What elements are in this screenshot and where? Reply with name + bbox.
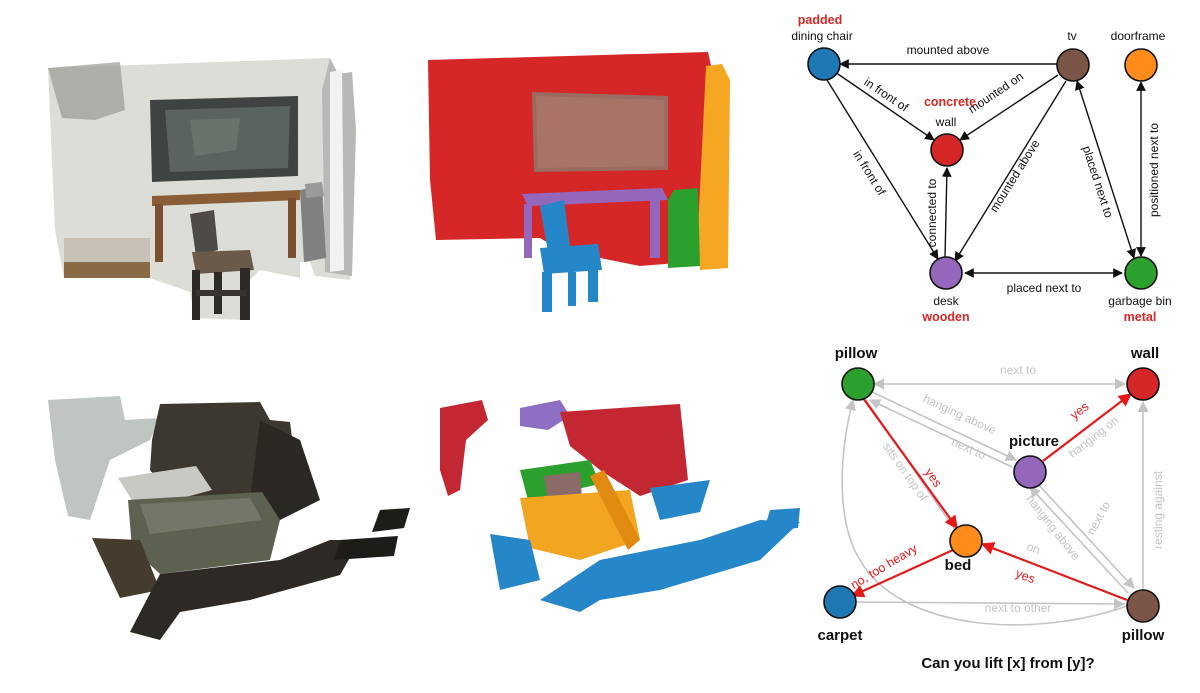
edge-tv-wall: [959, 74, 1059, 141]
graph-caption: Can you lift [x] from [y]?: [921, 655, 1094, 672]
edge-desk-wall: [941, 167, 952, 259]
node-dining-chair: [807, 47, 841, 81]
node-bed: [949, 524, 983, 558]
node-tv: [1056, 48, 1090, 82]
node-label: pillow: [1122, 627, 1165, 644]
node-label: tv: [1067, 29, 1076, 43]
node-label: bed: [945, 557, 972, 574]
node-label: garbage bin: [1108, 294, 1171, 308]
node-wall: [930, 133, 964, 167]
node-wall: [1126, 367, 1160, 401]
edge-picture-pillow2-a: [1035, 481, 1135, 589]
edge-label: connected to: [925, 178, 939, 247]
node-desk: [929, 256, 963, 290]
edge-label: hanging above: [921, 391, 999, 437]
node-carpet: [823, 585, 857, 619]
edge-pillow2-pillow1: [841, 398, 1128, 626]
edge-label: placed next to: [1007, 281, 1082, 295]
edge-chair-wall: [834, 71, 935, 141]
edge-label: mounted on: [966, 69, 1026, 116]
pointcloud-rgb-office: [48, 58, 356, 320]
edge-label: placed next to: [1080, 144, 1117, 220]
edge-carpet-pillow2: [855, 598, 1126, 610]
node-label: doorframe: [1111, 29, 1166, 43]
edge-chair-desk: [826, 79, 939, 260]
node-pillow-bottom: [1126, 589, 1160, 623]
node-label: carpet: [817, 627, 862, 644]
edge-label: on: [1025, 539, 1042, 557]
pointcloud-segmented-bedroom: [440, 400, 800, 612]
edge-bed-carpet: [850, 548, 954, 598]
edge-label: in front of: [850, 148, 889, 198]
edge-label: next to: [1084, 499, 1113, 538]
node-pillow-top: [841, 367, 875, 401]
edge-pillow1-bed: [862, 397, 958, 530]
node-doorframe: [1124, 48, 1158, 82]
node-label: picture: [1009, 433, 1059, 450]
node-attr: wooden: [921, 310, 969, 324]
edge-label: mounted above: [987, 137, 1043, 215]
node-picture: [1013, 455, 1047, 489]
edge-label: next to: [949, 434, 988, 462]
edge-pillow1-picture-a: [871, 391, 1018, 461]
node-attr: metal: [1124, 310, 1157, 324]
node-label: pillow: [835, 345, 878, 362]
node-label: dining chair: [791, 29, 852, 43]
pointcloud-rgb-bedroom: [48, 396, 410, 640]
edge-label: positioned next to: [1147, 123, 1161, 217]
scene-graph-bedroom: next to hanging above next to sits on to…: [817, 345, 1165, 672]
node-label: desk: [933, 294, 959, 308]
edge-pillow2-bed: [980, 542, 1128, 602]
edge-label: mounted above: [907, 43, 990, 57]
node-label: wall: [935, 115, 957, 129]
edge-label: yes: [1068, 399, 1092, 422]
edge-label: resting against: [1151, 470, 1165, 549]
node-garbage-bin: [1124, 256, 1158, 290]
edge-label: yes: [1014, 566, 1037, 586]
edge-pillow1-picture-b: [868, 399, 1013, 468]
edge-tv-desk: [954, 80, 1067, 262]
edge-label: next to other: [985, 601, 1052, 615]
node-attr: padded: [798, 13, 842, 27]
edge-picture-wall: [1042, 393, 1133, 462]
edge-label: next to: [1000, 363, 1036, 377]
pointcloud-segmented-office: [428, 52, 730, 312]
edge-picture-pillow2-b: [1029, 486, 1129, 594]
scene-graph-office: mounted above in front of mounted on in …: [791, 13, 1171, 324]
node-attr: concrete: [924, 95, 976, 109]
edge-tv-bin: [1075, 80, 1136, 259]
node-label: wall: [1130, 345, 1159, 362]
edge-label: no, too heavy: [848, 541, 920, 592]
